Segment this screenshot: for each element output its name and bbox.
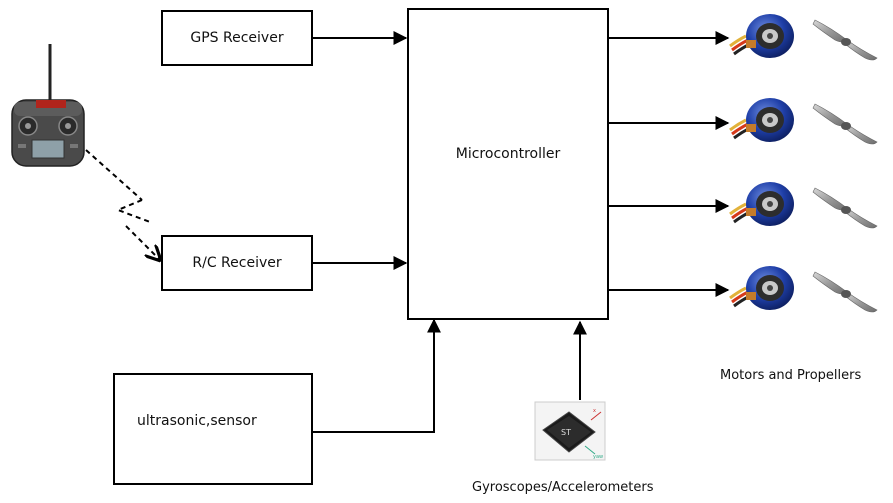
rc-transmitter-icon xyxy=(11,44,85,167)
imu-chip-icon: ST x yaw xyxy=(534,401,606,461)
ultrasonic-sensor-block: ultrasonic,sensor xyxy=(113,373,313,485)
motor-1-icon xyxy=(728,12,879,62)
ultrasonic-sensor-label: ultrasonic,sensor xyxy=(137,413,257,429)
svg-text:x: x xyxy=(593,408,596,414)
motor-3-icon xyxy=(728,180,879,230)
gps-receiver-label: GPS Receiver xyxy=(190,30,284,46)
microcontroller-block: Microcontroller xyxy=(407,8,609,320)
motors-caption: Motors and Propellers xyxy=(720,368,862,383)
motor-4-icon xyxy=(728,264,879,314)
svg-text:yaw: yaw xyxy=(593,454,603,460)
rc-receiver-label: R/C Receiver xyxy=(192,255,282,271)
microcontroller-label: Microcontroller xyxy=(455,146,561,162)
sensors-caption: Gyroscopes/Accelerometers xyxy=(472,480,654,495)
arrow-ultrasonic-to-mcu xyxy=(313,318,441,433)
motor-2-icon xyxy=(728,96,879,146)
gps-receiver-block: GPS Receiver xyxy=(161,10,313,66)
wireless-link-icon xyxy=(85,149,160,260)
rc-receiver-block: R/C Receiver xyxy=(161,235,313,291)
svg-text:ST: ST xyxy=(561,428,571,437)
